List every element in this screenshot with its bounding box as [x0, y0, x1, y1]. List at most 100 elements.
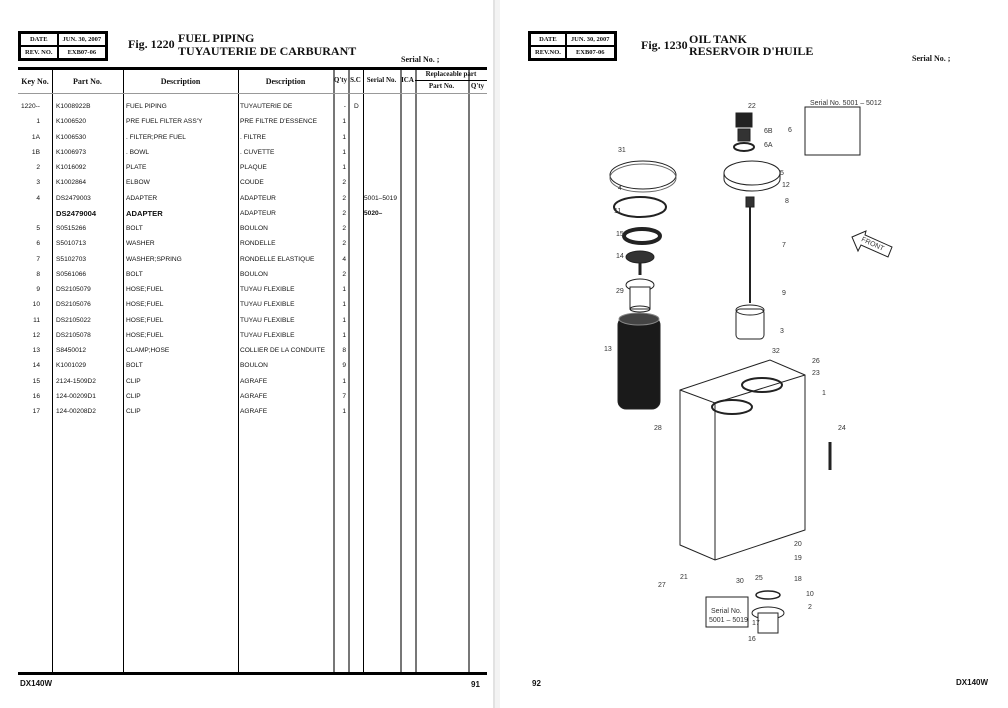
callout-10: 10	[806, 591, 814, 598]
description-fr: PLAQUE	[240, 164, 267, 171]
description-en: . BOWL	[126, 148, 150, 156]
qty: 8	[342, 347, 346, 354]
key-no: 14	[32, 362, 40, 370]
header-description-en: Description	[160, 77, 201, 86]
key-no: 10	[32, 301, 40, 309]
inset-top-label: Serial No. 5001 – 5012	[810, 100, 882, 107]
description-fr: . FILTRE	[240, 133, 266, 141]
qty: 4	[342, 255, 346, 263]
callout-22: 22	[748, 103, 756, 110]
key-no: 17	[32, 408, 40, 415]
qty: 1	[342, 331, 346, 339]
callout-29: 29	[616, 288, 624, 295]
qty: 2	[342, 270, 346, 278]
callout-15: 15	[616, 231, 624, 238]
left-page: DATE JUN. 30, 2007 REV. NO. EXB07-06 Fig…	[0, 0, 493, 708]
header-qty: Q'ty	[333, 76, 348, 84]
description-en: CLIP	[126, 392, 141, 400]
valve-14	[625, 250, 655, 264]
rev-label: REV. NO.	[20, 46, 58, 59]
header-ica: ICA	[401, 76, 414, 84]
callout-27: 27	[658, 582, 666, 589]
callout-1: 1	[822, 390, 826, 397]
description-fr: . CUVETTE	[240, 148, 275, 156]
ring-15	[622, 227, 662, 245]
description-fr: BOULON	[240, 225, 268, 232]
part-no: K1008922B	[56, 103, 91, 110]
description-fr: PRE FILTRE D'ESSENCE	[240, 118, 317, 126]
description-en: PRE FUEL FILTER ASS'Y	[126, 118, 203, 126]
callout-7: 7	[782, 242, 786, 249]
part-no: DS2105076	[56, 301, 91, 309]
part-no: K1006530	[56, 133, 87, 141]
serial-label: Serial No. ;	[401, 55, 440, 64]
callout-12: 12	[782, 182, 790, 189]
description-fr: RONDELLE	[240, 240, 276, 248]
inset-top	[804, 106, 861, 156]
description-fr: TUYAU FLEXIBLE	[240, 331, 295, 339]
callout-18: 18	[794, 576, 802, 583]
right-page: DATE JUN. 30, 2007 REV.NO. EXB07-06 Fig.…	[500, 0, 1008, 708]
callout-17: 17	[752, 620, 760, 627]
description-fr: AGRAFE	[240, 392, 268, 400]
header-sc: S.C	[350, 76, 361, 84]
tank-body-1	[679, 359, 806, 561]
header-replaceable-part: Replaceable part	[425, 70, 477, 78]
cover-plate-4	[609, 160, 677, 190]
description-en: ADAPTER	[126, 194, 158, 202]
front-arrow	[851, 230, 893, 258]
oil-tank-exploded-diagram: Serial No. 5001 – 5012 Serial No. 5001 –…	[604, 100, 893, 643]
key-no: 16	[32, 392, 40, 400]
key-no: 6	[36, 240, 40, 248]
callout-25: 25	[755, 575, 763, 582]
figure-title-en: FUEL PIPING	[178, 31, 255, 45]
callout-30: 30	[736, 578, 744, 585]
rev-value: EXB07-06	[565, 46, 615, 59]
description-en: PLATE	[126, 164, 147, 171]
description-fr: TUYAUTERIE DE	[240, 103, 293, 110]
description-fr: TUYAU FLEXIBLE	[240, 301, 295, 309]
callout-31: 31	[618, 147, 626, 154]
description-en: HOSE;FUEL	[126, 301, 164, 309]
fitting-8	[745, 196, 755, 208]
description-fr: RONDELLE ELASTIQUE	[240, 255, 315, 263]
callout-32: 32	[772, 348, 780, 355]
callout-21: 21	[680, 574, 688, 581]
description-en: ELBOW	[126, 179, 150, 187]
footer-model: DX140W	[956, 678, 989, 687]
footer-model: DX140W	[20, 679, 53, 688]
rev-label: REV.NO.	[530, 46, 566, 59]
description-en: BOLT	[126, 362, 143, 370]
serial-label: Serial No. ;	[912, 54, 951, 63]
qty: -	[343, 103, 346, 110]
key-no: 1B	[31, 148, 40, 156]
o-ring-11	[613, 196, 667, 218]
qty: 1	[342, 286, 346, 293]
callout-3: 3	[780, 328, 784, 335]
inset-bottom-label-2: 5001 – 5019	[709, 617, 748, 624]
description-en: BOLT	[126, 225, 143, 232]
callout-13: 13	[604, 346, 612, 353]
figure-number: Fig. 1220	[128, 37, 175, 51]
header-part-no: Part No.	[73, 77, 102, 86]
qty: 1	[342, 164, 346, 171]
sc: D	[354, 103, 359, 110]
part-no: 124-00208D2	[56, 408, 96, 415]
part-no: 2124-1509D2	[56, 377, 96, 385]
header-description-fr: Description	[265, 77, 306, 86]
description-fr: ADAPTEUR	[240, 194, 276, 202]
callout-20: 20	[794, 541, 802, 548]
key-no: 8	[36, 270, 40, 278]
description-en: WASHER	[126, 240, 155, 248]
callout-4: 4	[618, 185, 622, 192]
key-no: 1	[36, 118, 40, 126]
rev-value: EXB07-06	[57, 46, 107, 59]
